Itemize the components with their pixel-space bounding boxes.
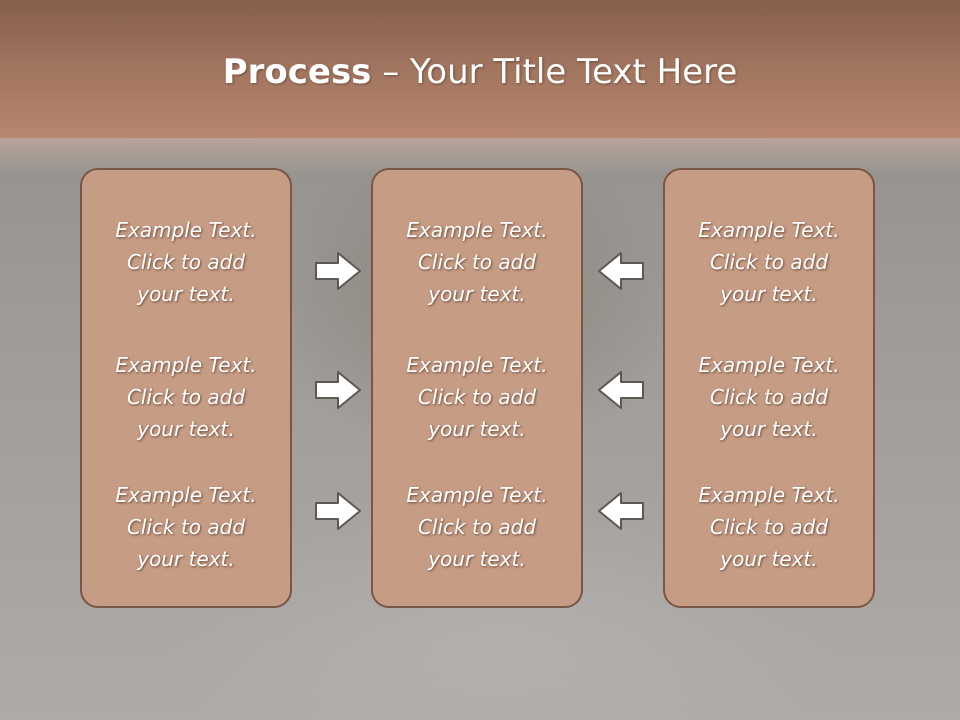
text-placeholder[interactable]: Example Text. Click to add your text.	[665, 214, 873, 310]
text-line: Click to add	[126, 385, 246, 409]
text-placeholder[interactable]: Example Text. Click to add your text.	[82, 214, 290, 310]
text-line: your text.	[720, 417, 818, 441]
process-box-left[interactable]: Example Text. Click to add your text. Ex…	[80, 168, 292, 608]
text-placeholder[interactable]: Example Text. Click to add your text.	[82, 349, 290, 445]
text-line: your text.	[428, 282, 526, 306]
text-line: your text.	[137, 282, 235, 306]
header-band	[0, 138, 960, 172]
slide-title[interactable]: Process – Your Title Text Here	[0, 52, 960, 92]
arrow-left-icon[interactable]	[597, 251, 645, 291]
text-line: your text.	[428, 547, 526, 571]
title-bar: Process – Your Title Text Here	[0, 0, 960, 138]
text-line: Click to add	[417, 250, 537, 274]
text-line: your text.	[137, 547, 235, 571]
text-line: Click to add	[126, 250, 246, 274]
process-box-right[interactable]: Example Text. Click to add your text. Ex…	[663, 168, 875, 608]
text-placeholder[interactable]: Example Text. Click to add your text.	[665, 479, 873, 575]
text-placeholder[interactable]: Example Text. Click to add your text.	[373, 349, 581, 445]
text-placeholder[interactable]: Example Text. Click to add your text.	[373, 479, 581, 575]
title-rest: – Your Title Text Here	[371, 52, 738, 92]
text-line: Example Text.	[115, 483, 257, 507]
text-line: Example Text.	[406, 218, 548, 242]
process-box-center[interactable]: Example Text. Click to add your text. Ex…	[371, 168, 583, 608]
text-line: Example Text.	[698, 218, 840, 242]
text-line: Click to add	[417, 385, 537, 409]
text-line: Click to add	[709, 385, 829, 409]
text-line: Click to add	[709, 250, 829, 274]
arrow-right-icon[interactable]	[314, 251, 362, 291]
arrow-right-icon[interactable]	[314, 491, 362, 531]
arrow-right-icon[interactable]	[314, 370, 362, 410]
text-line: Click to add	[709, 515, 829, 539]
text-line: Click to add	[417, 515, 537, 539]
text-line: your text.	[428, 417, 526, 441]
arrow-left-icon[interactable]	[597, 491, 645, 531]
text-placeholder[interactable]: Example Text. Click to add your text.	[82, 479, 290, 575]
text-line: Click to add	[126, 515, 246, 539]
arrow-left-icon[interactable]	[597, 370, 645, 410]
text-line: your text.	[720, 282, 818, 306]
text-placeholder[interactable]: Example Text. Click to add your text.	[373, 214, 581, 310]
text-line: Example Text.	[698, 353, 840, 377]
text-line: your text.	[720, 547, 818, 571]
title-bold: Process	[222, 52, 372, 92]
text-line: Example Text.	[406, 483, 548, 507]
text-line: Example Text.	[406, 353, 548, 377]
text-line: Example Text.	[115, 218, 257, 242]
text-line: your text.	[137, 417, 235, 441]
text-line: Example Text.	[115, 353, 257, 377]
text-placeholder[interactable]: Example Text. Click to add your text.	[665, 349, 873, 445]
text-line: Example Text.	[698, 483, 840, 507]
